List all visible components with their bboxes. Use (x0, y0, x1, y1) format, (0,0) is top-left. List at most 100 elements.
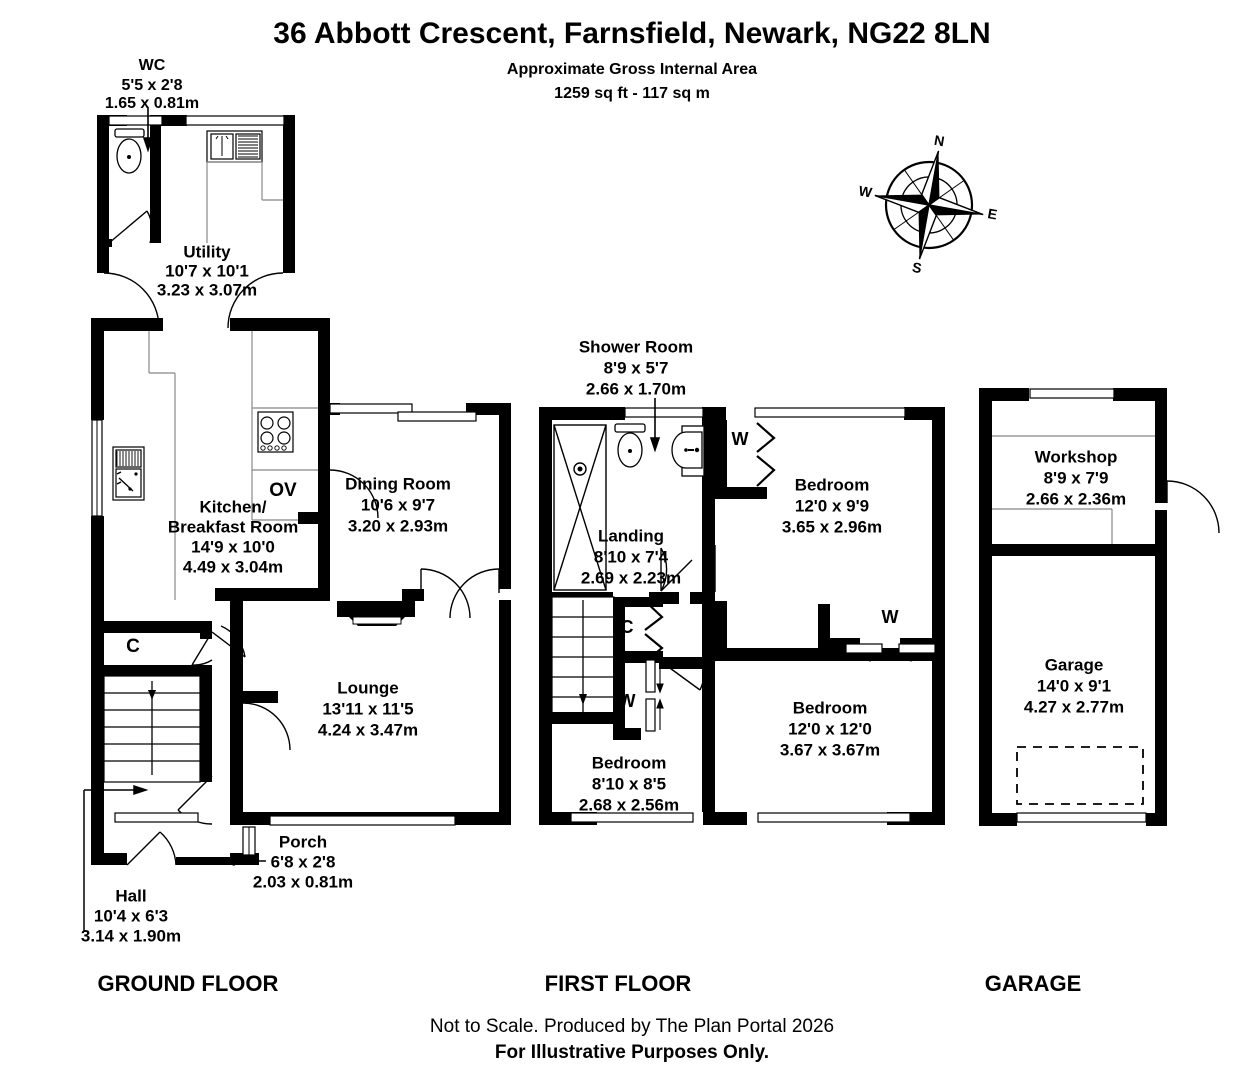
bed3-wardrobe-doors (645, 659, 664, 732)
first-floor-plan: C W (539, 337, 945, 825)
label-workshop: Workshop 8'9 x 7'9 2.66 x 2.36m (1026, 447, 1126, 508)
garage-imperial: 14'0 x 9'1 (1037, 676, 1111, 695)
porch-walls (230, 812, 259, 865)
utility-name: Utility (183, 242, 231, 261)
bed1-wardrobe-doors (756, 422, 776, 487)
kitchen-units (148, 331, 318, 600)
fireplace-hearth (352, 616, 402, 625)
stair-base-wall (539, 712, 614, 724)
bed3-wardrobe-walls (613, 663, 641, 740)
landing-name: Landing (598, 526, 664, 545)
ground-floor-plan: OV (81, 57, 511, 945)
bed1-window (754, 407, 906, 418)
bed1-imperial: 12'0 x 9'9 (795, 496, 869, 515)
shower-name: Shower Room (579, 337, 693, 356)
garage-metric: 4.27 x 2.77m (1024, 697, 1124, 716)
bed2-metric: 3.67 x 3.67m (780, 740, 880, 759)
kitchen-dining-wall (215, 408, 330, 601)
label-bedroom-3: Bedroom 8'10 x 8'5 2.68 x 2.56m (579, 753, 679, 814)
label-bedroom-2: Bedroom 12'0 x 12'0 3.67 x 3.67m (780, 698, 880, 759)
kitchen-imperial: 14'9 x 10'0 (191, 537, 275, 556)
landing-staircase (551, 596, 615, 718)
bed2-name: Bedroom (793, 698, 868, 717)
bed1-name: Bedroom (795, 475, 870, 494)
wc-imperial: 5'5 x 2'8 (122, 77, 183, 94)
compass-w-label: W (857, 182, 874, 200)
shower-room-door (660, 547, 693, 592)
porch-imperial: 6'8 x 2'8 (271, 852, 336, 871)
footer-first-floor: FIRST FLOOR (545, 971, 692, 996)
kitchen-name: Kitchen/ (199, 497, 266, 516)
label-wc: WC 5'5 x 2'8 1.65 x 0.81m (105, 57, 199, 112)
wc-door (104, 210, 153, 247)
porch-leader-arrow (219, 856, 266, 866)
label-lounge: Lounge 13'11 x 11'5 4.24 x 3.47m (318, 678, 418, 739)
garage-plan: Workshop 8'9 x 7'9 2.66 x 2.36m Garage 1… (979, 388, 1220, 826)
label-garage: Garage 14'0 x 9'1 4.27 x 2.77m (1024, 655, 1124, 716)
wardrobe-bed1-label: W (732, 429, 749, 449)
workshop-bench (992, 435, 1155, 544)
footer-ground-floor: GROUND FLOOR (98, 971, 279, 996)
hall-name: Hall (115, 886, 146, 905)
garage-entrance (1016, 812, 1147, 823)
utility-to-hall-door (103, 272, 160, 329)
landing-metric: 2.69 x 2.23m (581, 568, 681, 587)
workshop-door (1166, 480, 1220, 534)
label-hall: Hall 10'4 x 6'3 3.14 x 1.90m (81, 886, 181, 945)
ground-cupboard-doors (191, 625, 246, 666)
dining-window-right (397, 411, 477, 422)
lounge-imperial: 13'11 x 11'5 (322, 699, 413, 718)
porch-name: Porch (279, 832, 327, 851)
shower-tray-icon (553, 424, 607, 591)
bed1-metric: 3.65 x 2.96m (782, 517, 882, 536)
first-cupboard-label: C (621, 617, 634, 637)
label-shower-room: Shower Room 8'9 x 5'7 2.66 x 1.70m (579, 337, 693, 398)
compass-rose: N E S W (857, 132, 998, 276)
kitchen-name2: Breakfast Room (168, 517, 298, 536)
oven-label: OV (269, 480, 297, 501)
porch-door (242, 826, 256, 856)
label-utility: Utility 10'7 x 10'1 3.23 x 3.07m (157, 242, 257, 299)
wc-leader-arrow (142, 108, 154, 153)
first-cupboard-doors (644, 600, 664, 663)
landing-imperial: 8'10 x 7'4 (594, 547, 669, 566)
lounge-window (269, 815, 456, 826)
label-kitchen: Kitchen/ Breakfast Room 14'9 x 10'0 4.49… (168, 497, 298, 576)
workshop-window (1029, 388, 1115, 399)
shower-leader-arrow (649, 398, 661, 453)
wc-metric: 1.65 x 0.81m (105, 95, 199, 112)
area-label: Approximate Gross Internal Area (507, 61, 757, 78)
lounge-door (242, 702, 291, 751)
staircase (103, 675, 201, 783)
bed1-door (708, 544, 716, 593)
ground-cupboard-label: C (126, 636, 140, 657)
utility-metric: 3.23 x 3.07m (157, 280, 257, 299)
porch-metric: 2.03 x 0.81m (253, 872, 353, 891)
workshop-metric: 2.66 x 2.36m (1026, 489, 1126, 508)
bed3-metric: 2.68 x 2.56m (579, 795, 679, 814)
bed2-imperial: 12'0 x 12'0 (788, 719, 872, 738)
dining-imperial: 10'6 x 9'7 (361, 495, 435, 514)
hall-imperial: 10'4 x 6'3 (94, 906, 168, 925)
wardrobe-bed3-label: W (619, 691, 636, 711)
utility-worktop (206, 161, 283, 243)
dining-wall-stub (402, 589, 424, 601)
label-dining: Dining Room 10'6 x 9'7 3.20 x 2.93m (345, 474, 451, 535)
kitchen-metric: 4.49 x 3.04m (183, 557, 283, 576)
dining-name: Dining Room (345, 474, 451, 493)
workshop-imperial: 8'9 x 7'9 (1044, 468, 1109, 487)
kitchen-dining-door (329, 469, 379, 519)
garage-name: Garage (1045, 655, 1104, 674)
label-porch: Porch 6'8 x 2'8 2.03 x 0.81m (253, 832, 353, 891)
bed3-door (662, 657, 705, 691)
compass-e-label: E (986, 205, 998, 222)
dining-metric: 3.20 x 2.93m (348, 516, 448, 535)
hall-entry-door (126, 831, 177, 866)
kitchen-window (91, 419, 103, 517)
compass-s-label: S (911, 259, 923, 276)
shower-basin-icon (671, 425, 705, 477)
footer-disclaimer-1: Not to Scale. Produced by The Plan Porta… (430, 1016, 834, 1037)
bed3-name: Bedroom (592, 753, 667, 772)
